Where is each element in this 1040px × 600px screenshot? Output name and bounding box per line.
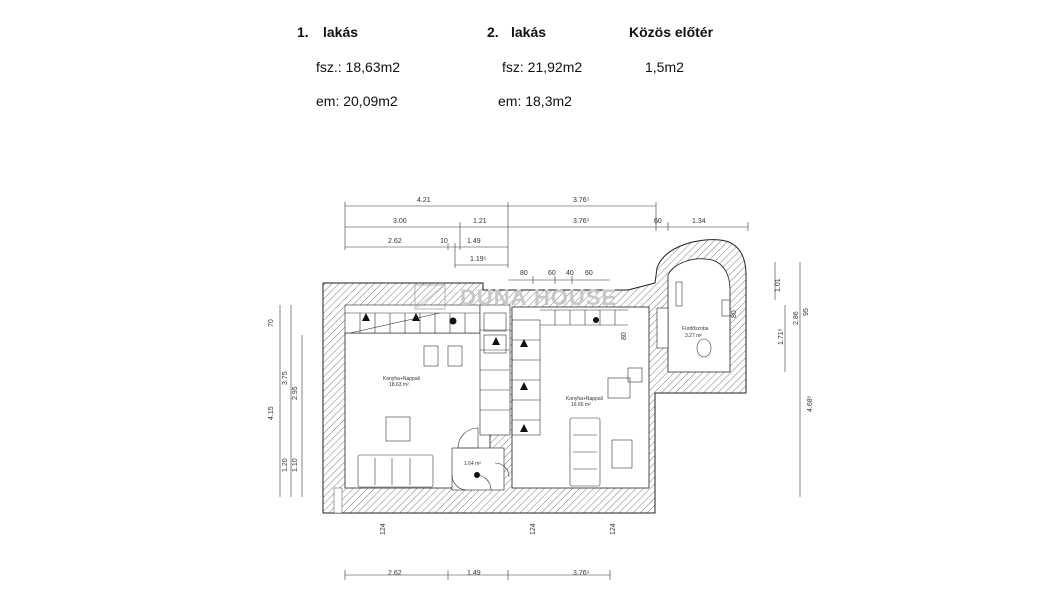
dim-right-1.01: 1.01 [775, 278, 782, 292]
dim-top-80: 80 [520, 270, 528, 277]
apt1-title: lakás [323, 24, 359, 40]
dim-bottom-3.76: 3.76⁵ [573, 570, 590, 577]
watermark-logo [414, 284, 446, 310]
walls [322, 239, 747, 514]
dim-top-60b: 60 [585, 270, 593, 277]
dim-right-2.86: 2.86 [793, 311, 800, 325]
dim-top-2.62: 2.62 [388, 238, 402, 245]
dim-bottom-v-124c: 124 [610, 523, 617, 535]
dim-top-1.19: 1.19⁵ [470, 256, 487, 263]
apt2-number: 2. [487, 24, 499, 40]
room-left-label: Konyha+Nappali [383, 376, 420, 382]
dim-left-4.15: 4.15 [268, 406, 275, 420]
room-bath-label: Fürdőszoba [682, 326, 709, 332]
dim-inner-80a: 80 [621, 332, 628, 340]
apt1-upper-area: em: 20,09m2 [316, 93, 398, 109]
watermark: DUNA HOUSE [460, 285, 617, 310]
dim-right-95: 95 [803, 308, 810, 316]
room-left-area: 18.63 m² [389, 382, 409, 388]
common-hall-area: 1,5m2 [645, 59, 684, 75]
dim-right-1.71: 1.71⁵ [778, 328, 785, 345]
room-right-area: 16.65 m² [571, 402, 591, 408]
dim-right-4.68: 4.68⁵ [807, 395, 814, 412]
dim-top-1.21: 1.21 [473, 218, 487, 225]
dim-top-3.76: 3.76⁵ [573, 197, 590, 204]
dim-top-3.76b: 3.76⁵ [573, 218, 590, 225]
apt2-ground-area: fsz: 21,92m2 [502, 59, 583, 75]
apt2-upper-area: em: 18,3m2 [498, 93, 572, 109]
dim-left-1.10: 1.10 [292, 458, 299, 472]
dim-left-1.20: 1.20 [282, 458, 289, 472]
dim-bottom-v-124b: 124 [530, 523, 537, 535]
dim-left-2.95: 2.95 [292, 386, 299, 400]
dim-left-3.75: 3.75 [282, 371, 289, 385]
apt1-ground-area: fsz.: 18,63m2 [316, 59, 401, 75]
dim-top-3.00: 3.00 [393, 218, 407, 225]
dim-bottom-2.62: 2.62 [388, 570, 402, 577]
stair-markers [362, 313, 599, 478]
room-hall-area: 1.64 m² [464, 461, 481, 467]
room-right-label: Konyha+Nappali [566, 396, 603, 402]
dim-top-1.49: 1.49 [467, 238, 481, 245]
dim-top-1.34: 1.34 [692, 218, 706, 225]
common-hall-title: Közös előtér [629, 24, 714, 40]
dimension-lines-top [279, 202, 801, 580]
dim-top-60a: 60 [548, 270, 556, 277]
dim-bottom-1.49: 1.49 [467, 570, 481, 577]
dim-inner-80b: 80 [731, 310, 738, 318]
dim-left-70: 70 [268, 319, 275, 327]
apt2-title: lakás [511, 24, 547, 40]
dim-bottom-v-124a: 124 [380, 523, 387, 535]
room-bath-area: 3.27 m² [685, 333, 702, 339]
dim-top-60: 60 [654, 218, 662, 225]
dim-top-40: 40 [566, 270, 574, 277]
dimension-labels: 4.21 3.76⁵ 3.00 1.21 3.76⁵ 60 1.34 2.62 … [268, 197, 814, 577]
apt1-number: 1. [297, 24, 309, 40]
fixtures [345, 281, 731, 491]
dim-top-4.21: 4.21 [417, 197, 431, 204]
dim-top-10: 10 [440, 238, 448, 245]
